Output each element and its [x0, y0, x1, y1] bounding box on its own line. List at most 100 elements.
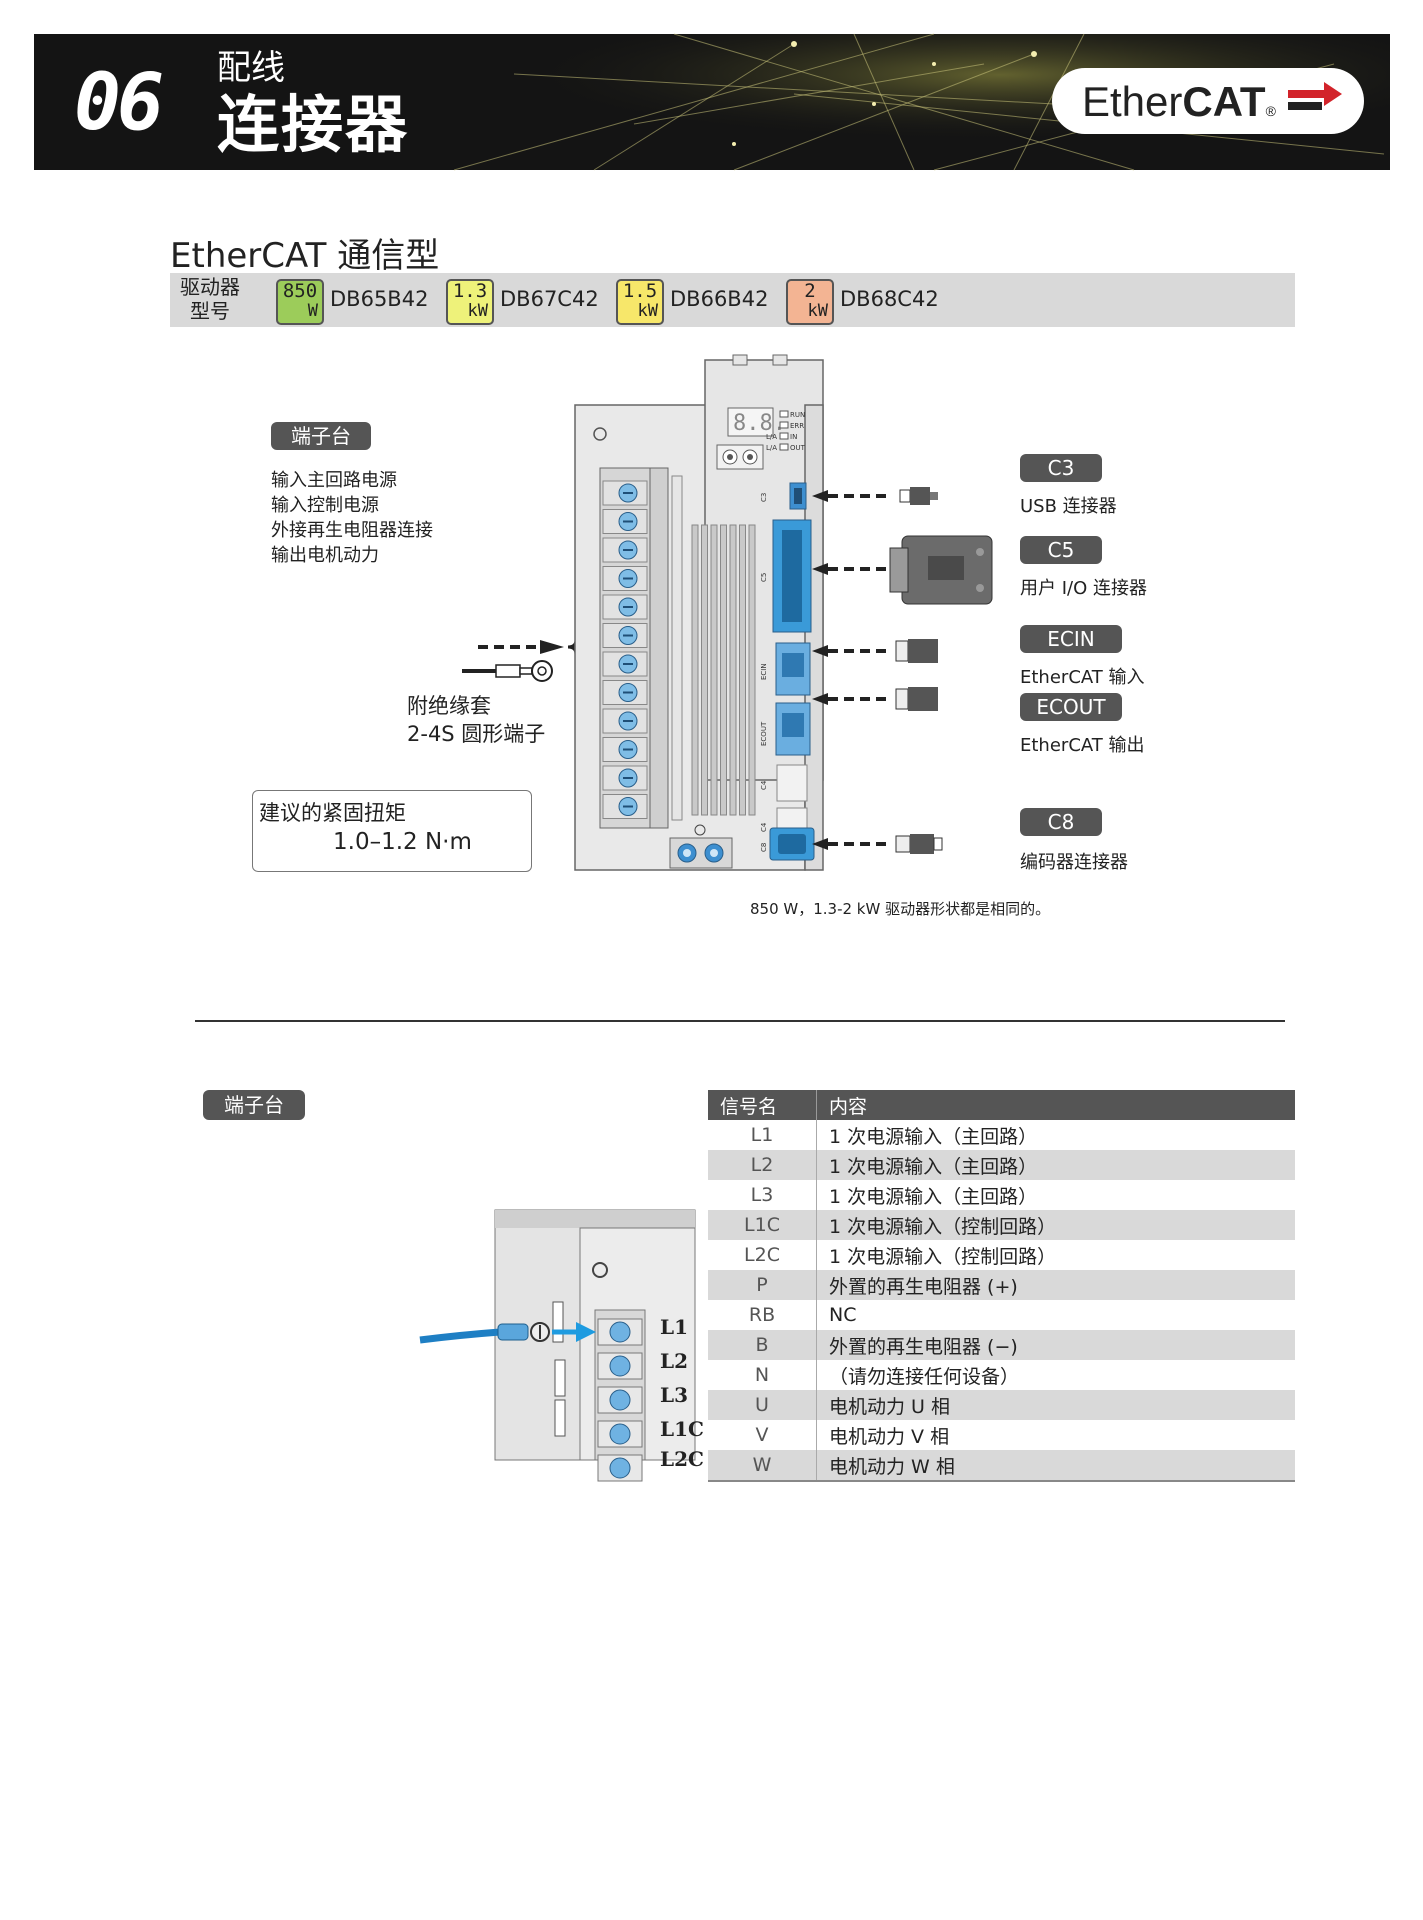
connector-desc-c3: USB 连接器 — [1020, 496, 1117, 517]
svg-text:L2C: L2C — [660, 1447, 704, 1471]
terminal-description-line: 输入主回路电源 — [271, 470, 397, 491]
torque-value: 1.0–1.2 N·m — [333, 829, 472, 855]
svg-text:L3: L3 — [660, 1383, 688, 1407]
table-header-row: 信号名 内容 — [708, 1090, 1295, 1120]
signal-content-cell: 1 次电源输入（主回路） — [816, 1150, 1295, 1180]
connector-tag-ecin: ECIN — [1020, 625, 1122, 653]
signal-name-cell: V — [708, 1420, 817, 1450]
svg-text:IN: IN — [790, 433, 797, 441]
svg-text:C4: C4 — [760, 780, 768, 790]
header-banner: 06 配线 连接器 EtherCAT® — [34, 33, 1390, 171]
terminal-screws — [602, 480, 648, 819]
chapter-title: 连接器 — [217, 88, 410, 161]
signal-name-cell: U — [708, 1390, 817, 1420]
torque-box: 建议的紧固扭矩 1.0–1.2 N·m — [252, 790, 532, 872]
signal-name-cell: W — [708, 1450, 817, 1482]
signal-content-cell: 电机动力 U 相 — [816, 1390, 1295, 1420]
connector-desc-ecout: EtherCAT 输出 — [1020, 735, 1145, 756]
model-name: DB65B42 — [330, 287, 429, 311]
svg-text:L/A: L/A — [766, 444, 777, 452]
cable-with-ring-terminal-icon — [419, 1322, 596, 1344]
port-labels: C3 C5 ECIN ECOUT C4 C4 C8 — [760, 493, 768, 852]
servo-drive-diagram: 8.8. RUN ERR L/A IN L/A OUT C3 C5 ECIN E… — [462, 354, 993, 871]
svg-text:OUT: OUT — [790, 444, 806, 452]
connector-desc-c8: 编码器连接器 — [1020, 852, 1128, 873]
connector-desc-ecin: EtherCAT 输入 — [1020, 667, 1145, 688]
chapter-number: 06 — [74, 58, 164, 148]
svg-text:ERR: ERR — [790, 422, 804, 430]
section-title: EtherCAT 通信型 — [170, 236, 440, 276]
ethercat-logo: EtherCAT® — [1052, 68, 1364, 134]
chapter-subtitle: 配线 — [217, 48, 285, 88]
signal-content-cell: 1 次电源输入（主回路） — [829, 1125, 1038, 1148]
terminal-block-closeup: L1 L2 L3 L1C L2C — [419, 1209, 704, 1482]
terminal-block-tag: 端子台 — [271, 422, 371, 450]
ethernet-plug-icon — [895, 639, 938, 711]
column-header-signal: 信号名 — [708, 1090, 817, 1120]
svg-text:C3: C3 — [760, 493, 768, 502]
svg-text:C8: C8 — [760, 843, 768, 852]
signal-name-cell: L2 — [708, 1150, 817, 1180]
table-row: V 电机动力 V 相 — [708, 1420, 1295, 1450]
signal-content-cell: 电机动力 V 相 — [829, 1425, 950, 1448]
connector-desc-c5: 用户 I/O 连接器 — [1020, 578, 1147, 599]
signal-name-cell: L1C — [708, 1210, 817, 1240]
ring-terminal-label-line2: 2-4S 圆形端子 — [407, 722, 546, 746]
svg-text:L1C: L1C — [660, 1417, 704, 1441]
usb-plug-icon — [899, 487, 938, 505]
ring-terminal-label-line1: 附绝缘套 — [407, 694, 491, 718]
encoder-plug-icon — [895, 834, 943, 854]
signal-name-cell: RB — [708, 1300, 817, 1330]
ring-terminal-icon — [462, 660, 553, 682]
connector-tag-ecout: ECOUT — [1020, 693, 1122, 721]
led-labels: RUN ERR L/A IN L/A OUT — [766, 410, 806, 452]
svg-text:L/A: L/A — [766, 433, 777, 441]
model-label: 驱动器 型号 — [180, 275, 240, 323]
svg-text:L2: L2 — [660, 1349, 688, 1373]
signal-content-cell: 1 次电源输入（控制回路） — [816, 1210, 1295, 1240]
model-name: DB67C42 — [500, 287, 599, 311]
signal-content-cell: 1 次电源输入（控制回路） — [829, 1245, 1057, 1268]
model-name: DB68C42 — [840, 287, 939, 311]
heatsink-fins — [691, 524, 756, 816]
signal-name-cell: P — [708, 1270, 817, 1300]
signal-content-cell: 外置的再生电阻器 (+) — [816, 1270, 1295, 1300]
signal-content-cell: 外置的再生电阻器 (−) — [816, 1330, 1295, 1360]
connector-tag-c3: C3 — [1020, 454, 1102, 482]
svg-text:C5: C5 — [760, 573, 768, 582]
svg-text:L1: L1 — [660, 1315, 688, 1339]
signal-content-cell: 电机动力 W 相 — [816, 1450, 1295, 1482]
svg-text:ECIN: ECIN — [760, 663, 768, 680]
io-connector-icon — [889, 535, 993, 605]
signal-content-cell: 1 次电源输入（主回路） — [829, 1185, 1038, 1208]
signal-name-cell: B — [708, 1330, 817, 1360]
table-row: L3 1 次电源输入（主回路） — [708, 1180, 1295, 1210]
table-row: N （请勿连接任何设备） — [708, 1360, 1295, 1390]
svg-text:ECOUT: ECOUT — [760, 721, 768, 746]
terminal-description-line: 输出电机动力 — [271, 545, 379, 566]
signal-name-cell: N — [708, 1360, 817, 1390]
svg-text:RUN: RUN — [790, 411, 805, 419]
signal-content-cell: NC — [829, 1304, 857, 1326]
terminal-description-line: 外接再生电阻器连接 — [271, 520, 433, 541]
torque-title: 建议的紧固扭矩 — [259, 801, 406, 825]
terminal-block-tag-2: 端子台 — [203, 1090, 305, 1120]
section-divider — [195, 1020, 1285, 1022]
signal-name-cell: L3 — [708, 1180, 817, 1210]
svg-text:C4: C4 — [760, 822, 768, 832]
signal-content-cell: （请勿连接任何设备） — [829, 1365, 1020, 1388]
column-header-content: 内容 — [816, 1090, 1295, 1120]
model-name: DB66B42 — [670, 287, 769, 311]
